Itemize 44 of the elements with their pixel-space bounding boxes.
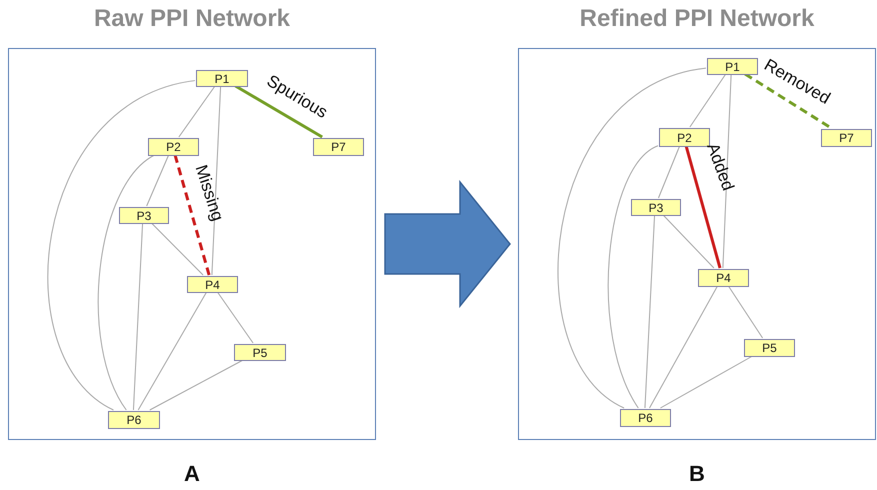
interaction-line: [558, 68, 706, 408]
panel-title: Raw PPI Network: [92, 5, 292, 33]
interaction-line: [658, 146, 680, 198]
interaction-line: [150, 222, 204, 276]
interaction-line: [146, 154, 170, 206]
panel-letter: B: [689, 461, 705, 487]
interaction-line: [662, 214, 714, 268]
protein-node: P5: [744, 339, 795, 357]
interaction-line: [744, 72, 832, 130]
protein-node: P3: [631, 199, 681, 216]
interaction-line: [178, 86, 216, 138]
interaction-line: [722, 74, 732, 268]
interaction-line: [211, 86, 222, 276]
protein-node: P1: [707, 58, 758, 75]
interaction-line: [234, 84, 323, 138]
protein-node: P6: [108, 411, 160, 429]
interaction-line: [138, 292, 208, 410]
interaction-line: [684, 146, 722, 268]
block-arrow: [384, 180, 511, 308]
protein-node: P7: [313, 138, 364, 156]
protein-node: P7: [821, 129, 872, 147]
interaction-line: [98, 154, 156, 410]
interaction-line: [644, 214, 656, 408]
interaction-line: [689, 74, 726, 128]
interaction-line: [728, 286, 764, 338]
protein-node: P5: [234, 344, 286, 361]
panel-letter: A: [184, 461, 200, 487]
interaction-line: [149, 360, 244, 410]
protein-node: P2: [659, 128, 710, 147]
protein-node: P2: [148, 138, 199, 156]
protein-node: P6: [620, 409, 671, 427]
protein-node: P4: [698, 269, 749, 287]
panel-title: Refined PPI Network: [578, 5, 816, 33]
interaction-line: [216, 292, 254, 344]
interaction-line: [174, 154, 211, 276]
interaction-line: [608, 145, 658, 408]
protein-node: P3: [119, 207, 169, 224]
edge-label: Missing: [190, 162, 228, 224]
interaction-line: [47, 80, 196, 410]
protein-node: P4: [187, 276, 238, 293]
interaction-line: [649, 286, 718, 408]
interaction-line: [660, 356, 754, 408]
protein-node: P1: [196, 70, 248, 87]
interaction-line: [132, 222, 144, 410]
